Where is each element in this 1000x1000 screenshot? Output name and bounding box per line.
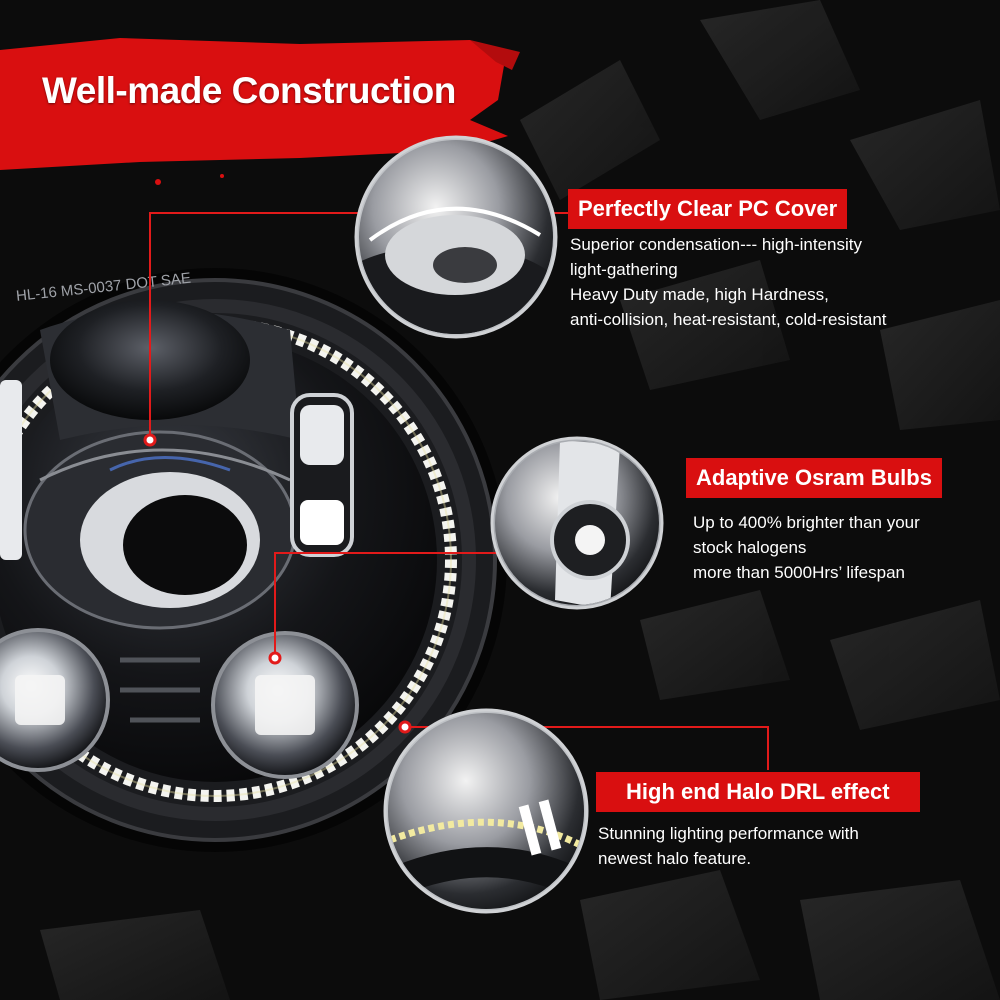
feature-desc-halo-drl: Stunning lighting performance with newes… [598, 821, 859, 871]
detail-pc-cover-image [354, 135, 558, 339]
feature-desc-line: newest halo feature. [598, 849, 752, 868]
feature-desc-line: stock halogens [693, 538, 807, 557]
feature-title-osram-bulbs: Adaptive Osram Bulbs [686, 458, 942, 498]
feature-title-halo-drl: High end Halo DRL effect [596, 772, 920, 812]
banner-brush [0, 38, 520, 185]
feature-desc-line: Heavy Duty made, high Hardness, [570, 285, 829, 304]
feature-desc-osram-bulbs: Up to 400% brighter than your stock halo… [693, 510, 920, 585]
callout-dot-3 [398, 720, 412, 734]
detail-halo-drl-image [383, 708, 589, 914]
callout-dot-2 [268, 651, 282, 665]
feature-desc-line: Stunning lighting performance with [598, 824, 859, 843]
feature-desc-line: Up to 400% brighter than your [693, 513, 920, 532]
feature-desc-line: Superior condensation--- high-intensity [570, 235, 862, 254]
feature-desc-line: more than 5000Hrs’ lifespan [693, 563, 905, 582]
feature-desc-line: light-gathering [570, 260, 678, 279]
feature-title-pc-cover: Perfectly Clear PC Cover [568, 189, 848, 229]
banner-title: Well-made Construction [42, 70, 456, 111]
feature-desc-pc-cover: Superior condensation--- high-intensity … [570, 232, 887, 332]
callout-dot-1 [143, 433, 157, 447]
headlight: HL-16 MS-0037 DOT SAE [0, 268, 507, 852]
feature-desc-line: anti-collision, heat-resistant, cold-res… [570, 310, 887, 329]
detail-osram-bulb-image [490, 436, 664, 610]
grunge-background [40, 0, 1000, 1000]
